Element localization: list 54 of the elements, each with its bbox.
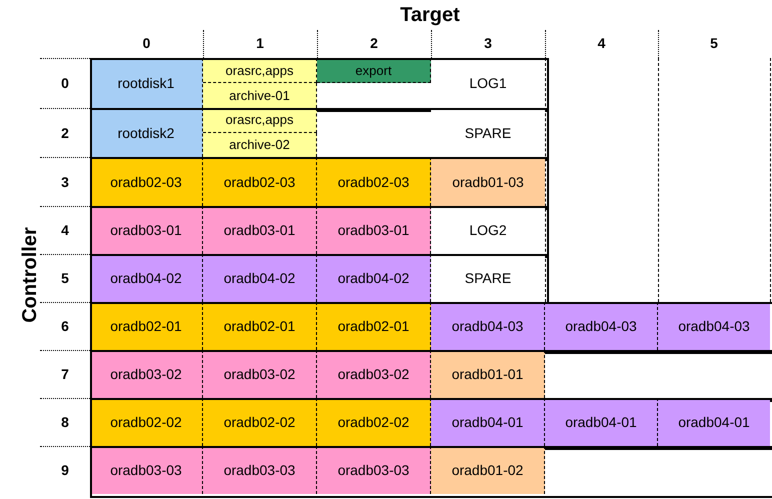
- row-header: 0: [60, 74, 70, 93]
- table-cell: oradb02-01: [317, 302, 431, 350]
- table-cell: oradb03-01: [90, 206, 203, 254]
- table-cell: oradb04-03: [431, 302, 545, 350]
- table-cell: archive-01: [203, 83, 317, 108]
- table-cell: oradb02-01: [90, 302, 203, 350]
- row-header: 8: [60, 413, 70, 432]
- table-cell: oradb03-03: [203, 446, 317, 494]
- table-cell: oradb04-01: [431, 398, 545, 446]
- row-header: 9: [60, 461, 70, 480]
- row-header: 2: [60, 124, 70, 142]
- row-header: 3: [60, 172, 70, 192]
- table-cell: oradb04-03: [658, 302, 770, 350]
- table-cell: oradb04-01: [658, 398, 770, 446]
- table-cell: oradb04-01: [545, 398, 658, 446]
- table-cell: oradb02-02: [317, 398, 431, 446]
- table-cell: oradb04-03: [545, 302, 658, 350]
- axis-title: Controller: [18, 226, 42, 325]
- table-cell: oradb01-03: [431, 157, 545, 206]
- row-header: 7: [60, 365, 70, 384]
- table-cell: rootdisk1: [90, 58, 203, 108]
- axis-title: Target: [399, 2, 461, 28]
- column-header: 5: [709, 34, 719, 52]
- column-header: 0: [142, 34, 152, 52]
- table-cell: oradb03-03: [90, 446, 203, 494]
- table-cell: oradb02-02: [90, 398, 203, 446]
- column-header: 1: [255, 34, 265, 52]
- table-cell: oradb04-02: [90, 254, 203, 302]
- table-cell: orasrc,apps: [203, 58, 317, 83]
- table-cell: oradb02-03: [317, 157, 431, 206]
- row-header: 4: [60, 221, 70, 240]
- table-cell: archive-02: [203, 132, 317, 157]
- table-cell: export: [317, 58, 431, 83]
- table-cell: orasrc,apps: [203, 108, 317, 132]
- table-cell: oradb02-03: [90, 157, 203, 206]
- table-cell: oradb03-02: [90, 350, 203, 398]
- table-cell: oradb03-01: [203, 206, 317, 254]
- table-cell: oradb04-02: [317, 254, 431, 302]
- table-cell: oradb01-01: [431, 350, 545, 398]
- table-cell: oradb02-03: [203, 157, 317, 206]
- column-header: 3: [483, 34, 493, 52]
- column-header: 4: [596, 34, 606, 52]
- table-cell: oradb02-01: [203, 302, 317, 350]
- table-cell: oradb03-03: [317, 446, 431, 494]
- table-cell: oradb04-02: [203, 254, 317, 302]
- row-header: 6: [60, 317, 70, 336]
- table-cell: oradb01-02: [431, 446, 545, 494]
- row-header: 5: [60, 269, 70, 288]
- table-cell: oradb03-02: [317, 350, 431, 398]
- table-cell: oradb03-01: [317, 206, 431, 254]
- table-cell: oradb02-02: [203, 398, 317, 446]
- column-header: 2: [369, 34, 379, 52]
- table-cell: oradb03-02: [203, 350, 317, 398]
- table-cell: rootdisk2: [90, 108, 203, 157]
